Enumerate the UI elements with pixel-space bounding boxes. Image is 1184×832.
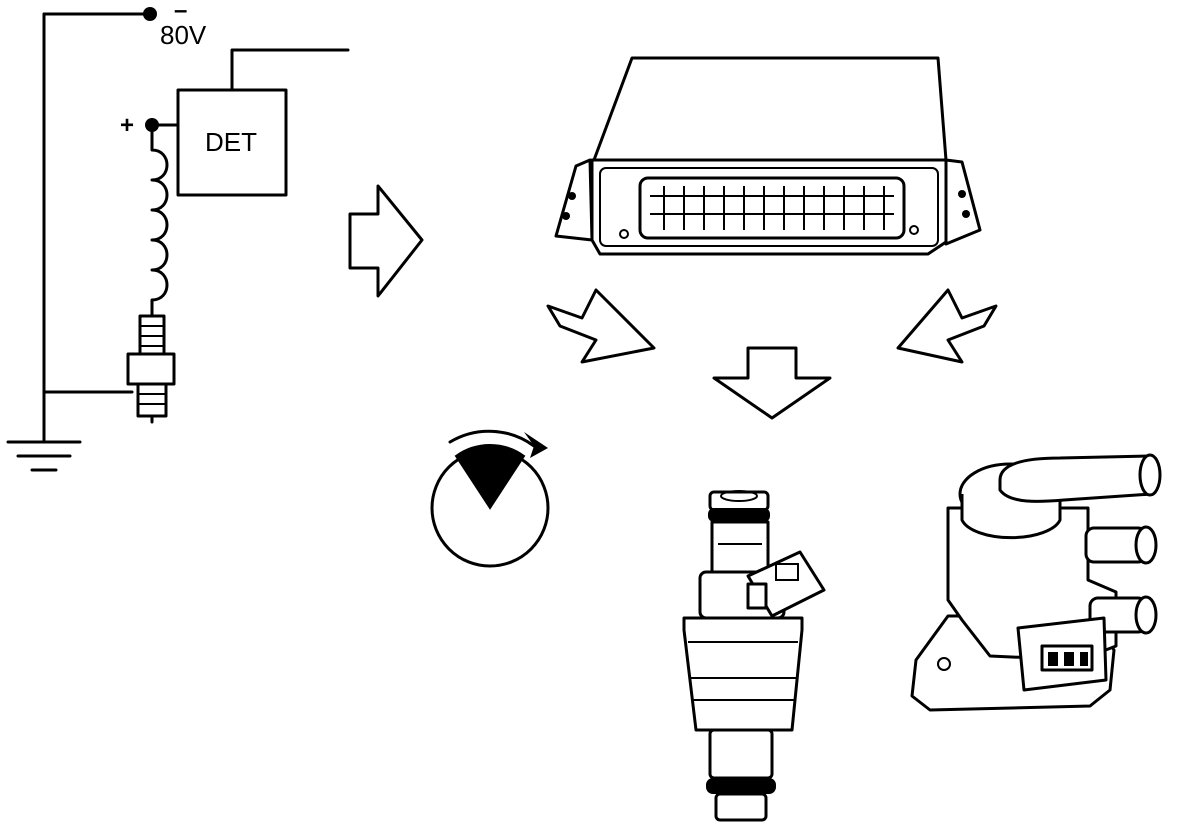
spark-plug <box>126 314 176 424</box>
positive-terminal <box>145 118 159 132</box>
arrow-down-left <box>546 288 656 364</box>
rotation-arrow-icon <box>524 432 548 458</box>
rotor-disc <box>430 429 550 568</box>
coil <box>150 130 169 318</box>
detector-label: DET <box>205 127 257 157</box>
arrow-down-right <box>896 288 998 364</box>
arrow-down <box>712 346 832 420</box>
detector-circuit: – 80V DET + <box>6 0 350 472</box>
ecu-control-unit <box>554 56 982 256</box>
negative-symbol: – <box>174 0 187 24</box>
detector-output-wire <box>230 48 350 92</box>
arrow-right <box>348 184 424 298</box>
ground-symbol <box>6 440 82 472</box>
fuel-injector <box>682 490 826 822</box>
negative-terminal <box>143 7 157 21</box>
positive-symbol: + <box>120 112 134 139</box>
voltage-label: 80V <box>160 20 207 50</box>
detector-box <box>176 88 288 197</box>
solenoid-valve <box>910 453 1162 712</box>
